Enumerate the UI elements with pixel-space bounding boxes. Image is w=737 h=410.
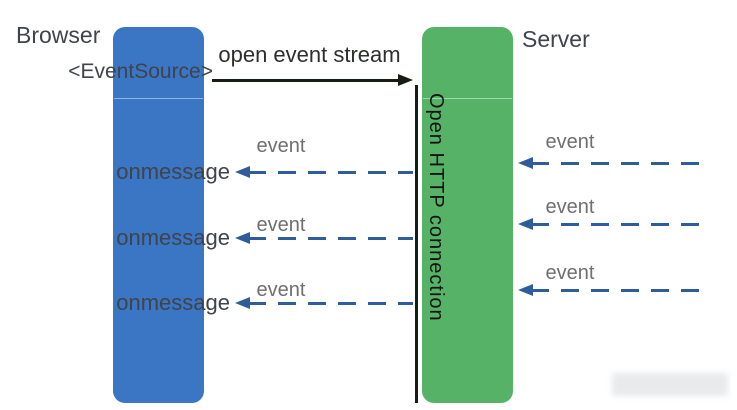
arrow-head-left-icon [235, 166, 250, 178]
bar-seam [423, 98, 512, 99]
browser-label: Browser [16, 22, 101, 48]
event-dashed-arrow [235, 232, 413, 244]
event-label: event [256, 135, 306, 157]
onmessage-label: onmessage [116, 225, 230, 250]
open-event-stream-label: open event stream [218, 42, 401, 67]
dashed-line [248, 302, 413, 305]
server-label: Server [522, 26, 590, 52]
event-label: event [545, 196, 595, 218]
event-label: event [256, 214, 306, 236]
dashed-line [531, 289, 700, 292]
bar-seam [114, 98, 203, 99]
event-dashed-arrow [235, 297, 413, 309]
arrow-head-left-icon [518, 157, 533, 169]
server-lifeline-bar [422, 27, 513, 403]
arrow-head-left-icon [235, 232, 250, 244]
open-event-stream-arrow [212, 74, 413, 86]
arrow-line [212, 79, 400, 82]
http-connection-line [415, 85, 418, 403]
arrow-head-left-icon [235, 297, 250, 309]
blurred-watermark [612, 373, 728, 396]
dashed-line [248, 171, 413, 174]
dashed-line [531, 223, 700, 226]
arrow-head-left-icon [518, 218, 533, 230]
arrow-head-right-icon [398, 74, 413, 86]
event-label: event [545, 262, 595, 284]
onmessage-label: onmessage [116, 290, 230, 315]
browser-lifeline-bar [113, 27, 204, 403]
eventsource-label: <EventSource> [68, 60, 213, 83]
event-dashed-arrow [518, 218, 700, 230]
event-dashed-arrow [518, 284, 700, 296]
open-http-connection-label: Open HTTP connection [425, 93, 447, 322]
dashed-line [248, 237, 413, 240]
event-dashed-arrow [235, 166, 413, 178]
arrow-head-left-icon [518, 284, 533, 296]
event-dashed-arrow [518, 157, 700, 169]
dashed-line [531, 162, 700, 165]
onmessage-label: onmessage [116, 159, 230, 184]
event-label: event [545, 131, 595, 153]
event-label: event [256, 279, 306, 301]
